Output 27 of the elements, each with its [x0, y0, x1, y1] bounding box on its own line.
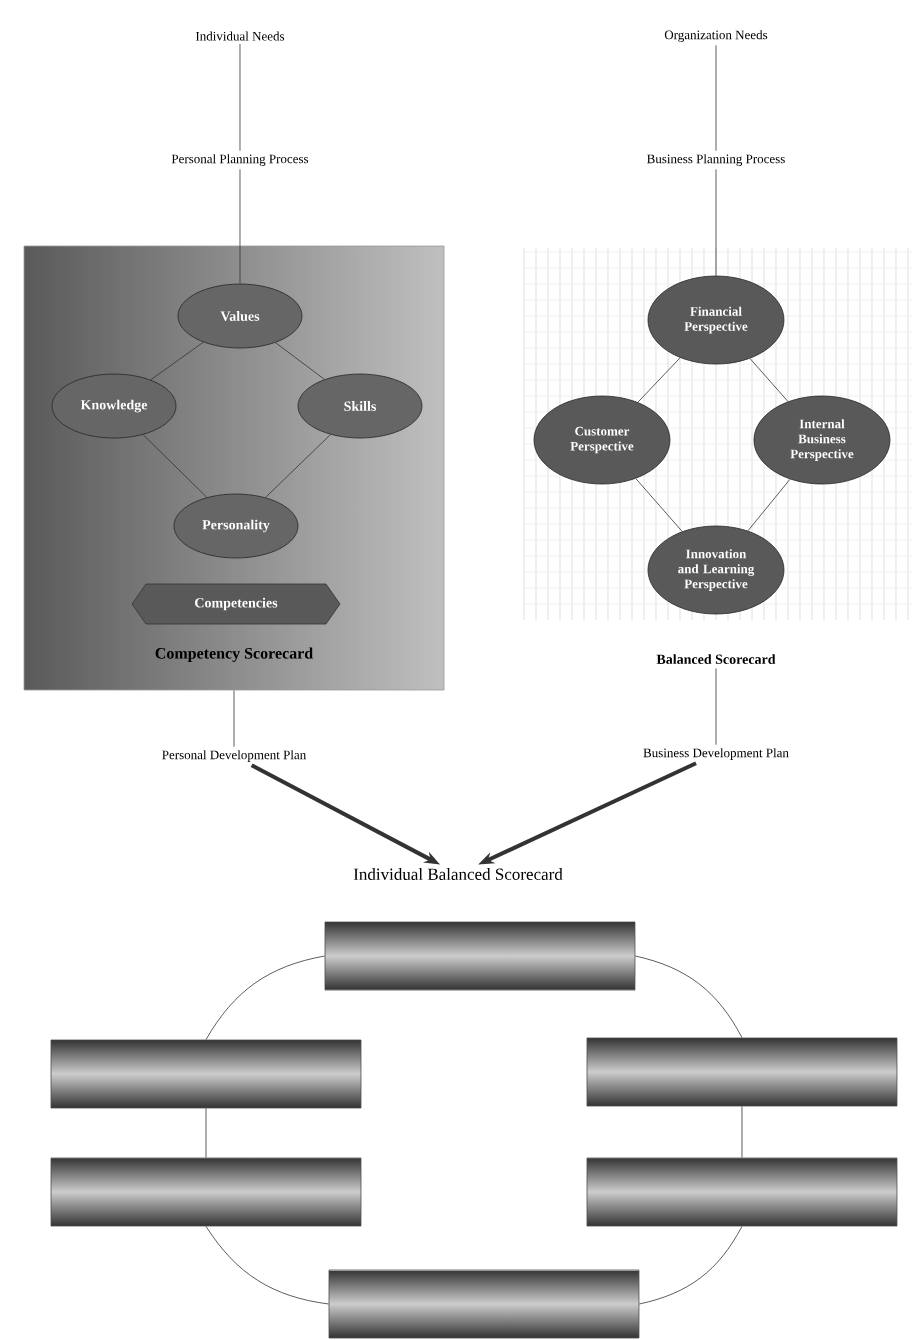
connector-line	[142, 434, 208, 498]
heading-text: Individual Balanced Scorecard	[353, 868, 563, 880]
connector-line	[150, 341, 204, 381]
connector-line	[205, 1108, 207, 1158]
connector-line	[715, 668, 717, 746]
connector-line	[205, 1226, 329, 1305]
connector-line	[275, 342, 325, 380]
connector-line	[637, 357, 681, 403]
connector-line	[635, 478, 683, 532]
connector-line	[715, 168, 717, 276]
striped-bar	[324, 921, 636, 991]
striped-bar	[586, 1157, 898, 1227]
connector-line	[741, 1106, 743, 1158]
connector-line	[239, 168, 241, 284]
connector-line	[715, 44, 717, 152]
connector-line	[747, 478, 791, 532]
striped-bar	[50, 1039, 362, 1109]
connector-line	[749, 358, 789, 402]
connector-line	[265, 434, 331, 498]
connector-line	[635, 955, 743, 1038]
striped-bar	[586, 1037, 898, 1107]
striped-bar	[328, 1269, 640, 1339]
striped-bar	[50, 1157, 362, 1227]
connector-line	[233, 690, 235, 748]
connector-line	[239, 43, 241, 152]
connector-line	[639, 1226, 743, 1305]
connector-line	[205, 955, 325, 1040]
